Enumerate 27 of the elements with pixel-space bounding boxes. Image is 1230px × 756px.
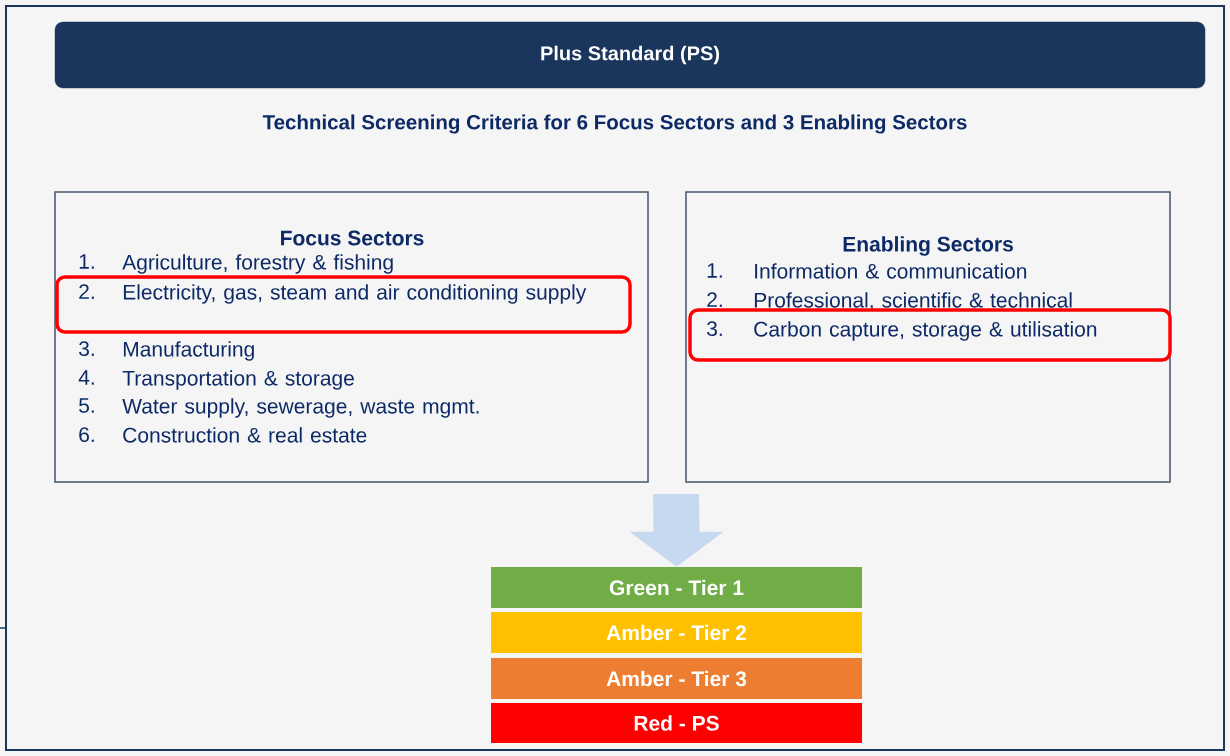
list-item: Agriculture, forestry & fishing — [122, 254, 393, 274]
list-item: Transportation & storage — [122, 370, 354, 390]
list-item: Carbon capture, storage & utilisation — [754, 321, 1097, 341]
tier-bar: Green - Tier 1 — [491, 567, 862, 608]
list-number: 4. — [78, 370, 94, 385]
list-item: Construction & real estate — [123, 427, 367, 443]
block-arrow — [629, 494, 724, 567]
tier-bar: Amber - Tier 3 — [491, 658, 862, 699]
list-item: Manufacturing — [123, 341, 254, 361]
list-item: Water supply, sewerage, waste mgmt. — [122, 398, 479, 418]
list-number: 3. — [707, 321, 722, 337]
tier-bar: Amber - Tier 2 — [491, 612, 862, 653]
title: Technical Screening Criteria for 6 Focus Sectors and 3 Enabling Sectors — [262, 114, 967, 134]
list-number: 5. — [79, 398, 94, 413]
list-number: 3. — [79, 341, 94, 357]
tier-bar: Red - PS — [491, 703, 862, 743]
list-item: Professional, scientific & technical — [754, 292, 1072, 311]
header-band: Plus Standard (PS) — [54, 21, 1206, 89]
list-item: Information & communication — [755, 263, 1027, 279]
box-heading: Enabling Sectors — [843, 236, 1013, 256]
list-number: 6. — [79, 427, 94, 443]
box-heading: Focus Sectors — [281, 230, 424, 246]
list-item: Electricity, gas, steam and air conditioning supply — [123, 284, 587, 304]
list-number: 2. — [79, 284, 94, 299]
list-number: 2. — [707, 292, 722, 307]
list-number: 1. — [79, 254, 94, 269]
list-number: 1. — [707, 263, 722, 278]
